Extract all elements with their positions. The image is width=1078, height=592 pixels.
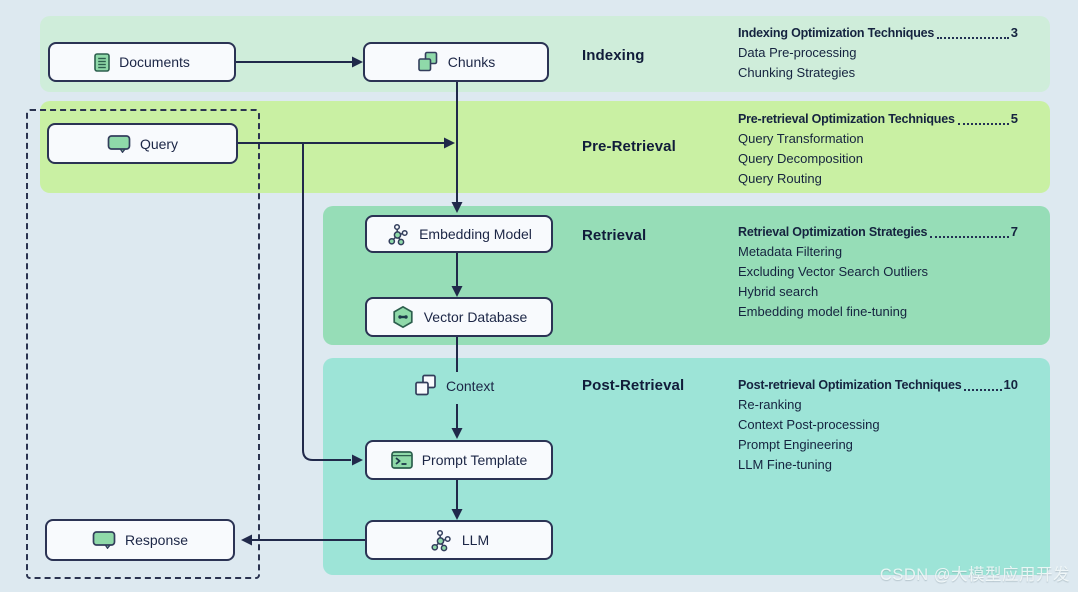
overlapping-squares-icon xyxy=(417,51,439,73)
tech-item: Hybrid search xyxy=(738,284,819,299)
tech-heading-row: Pre-retrieval Optimization Techniques 5 xyxy=(738,109,1018,129)
network-graph-icon xyxy=(429,528,453,552)
tech-item: Prompt Engineering xyxy=(738,437,853,452)
csdn-watermark: CSDN @大模型应用开发 xyxy=(879,566,1070,584)
tech-count: 5 xyxy=(1010,111,1018,126)
tech-item: Chunking Strategies xyxy=(738,65,856,80)
tech-item: Data Pre-processing xyxy=(738,45,857,60)
node-label: LLM xyxy=(461,532,490,548)
tech-item: Metadata Filtering xyxy=(738,244,843,259)
overlapping-squares-outline-icon xyxy=(414,374,437,397)
node-prompt-template: Prompt Template xyxy=(365,440,553,480)
node-label: Vector Database xyxy=(423,309,528,325)
techniques-indexing: Indexing Optimization Techniques 3 Data … xyxy=(738,23,1018,83)
node-label: Chunks xyxy=(447,54,496,70)
speech-bubble-icon xyxy=(92,531,116,549)
node-label: Response xyxy=(124,532,189,548)
dotted-leader xyxy=(964,389,1002,391)
stage-label-pre-retrieval: Pre-Retrieval xyxy=(582,138,676,155)
dotted-leader xyxy=(957,123,1009,125)
tech-item: Re-ranking xyxy=(738,397,802,412)
tech-item: Excluding Vector Search Outliers xyxy=(738,264,929,279)
tech-count: 10 xyxy=(1003,377,1018,392)
tech-count: 7 xyxy=(1010,224,1018,239)
tech-item: Embedding model fine-tuning xyxy=(738,304,908,319)
stage-label-post-retrieval: Post-Retrieval xyxy=(582,377,685,394)
node-llm: LLM xyxy=(365,520,553,560)
node-label: Embedding Model xyxy=(419,226,532,242)
node-response: Response xyxy=(45,519,235,561)
node-label: Prompt Template xyxy=(421,452,528,468)
node-documents: Documents xyxy=(48,42,236,82)
stage-label-indexing: Indexing xyxy=(582,47,645,64)
tech-heading-row: Indexing Optimization Techniques 3 xyxy=(738,23,1018,43)
node-chunks: Chunks xyxy=(363,42,549,82)
node-label: Context xyxy=(446,377,495,394)
tech-item: Context Post-processing xyxy=(738,417,880,432)
hexagon-db-icon xyxy=(391,305,415,329)
node-embedding-model: Embedding Model xyxy=(365,215,553,253)
tech-count: 3 xyxy=(1010,25,1018,40)
tech-heading-row: Post-retrieval Optimization Techniques 1… xyxy=(738,375,1018,395)
stage-label-retrieval: Retrieval xyxy=(582,227,647,244)
node-query: Query xyxy=(47,123,238,164)
tech-item: Query Decomposition xyxy=(738,151,863,166)
techniques-post-retrieval: Post-retrieval Optimization Techniques 1… xyxy=(738,375,1018,475)
node-vector-database: Vector Database xyxy=(365,297,553,337)
network-graph-icon xyxy=(386,222,410,246)
node-context: Context xyxy=(414,374,494,397)
query-response-dashed-region xyxy=(26,109,260,579)
terminal-icon xyxy=(390,451,413,469)
tech-item: Query Routing xyxy=(738,171,822,186)
tech-heading: Post-retrieval Optimization Techniques xyxy=(738,378,962,392)
node-label: Query xyxy=(139,135,179,152)
techniques-retrieval: Retrieval Optimization Strategies 7 Meta… xyxy=(738,222,1018,322)
tech-heading-row: Retrieval Optimization Strategies 7 xyxy=(738,222,1018,242)
tech-item: LLM Fine-tuning xyxy=(738,457,832,472)
techniques-pre-retrieval: Pre-retrieval Optimization Techniques 5 … xyxy=(738,109,1018,189)
dotted-leader xyxy=(930,236,1009,238)
tech-heading: Retrieval Optimization Strategies xyxy=(738,225,928,239)
tech-item: Query Transformation xyxy=(738,131,864,146)
node-label: Documents xyxy=(119,54,190,70)
dotted-leader xyxy=(937,37,1009,39)
document-lines-icon xyxy=(94,52,110,72)
speech-bubble-icon xyxy=(107,134,131,153)
tech-heading: Pre-retrieval Optimization Techniques xyxy=(738,112,955,126)
tech-heading: Indexing Optimization Techniques xyxy=(738,26,935,40)
